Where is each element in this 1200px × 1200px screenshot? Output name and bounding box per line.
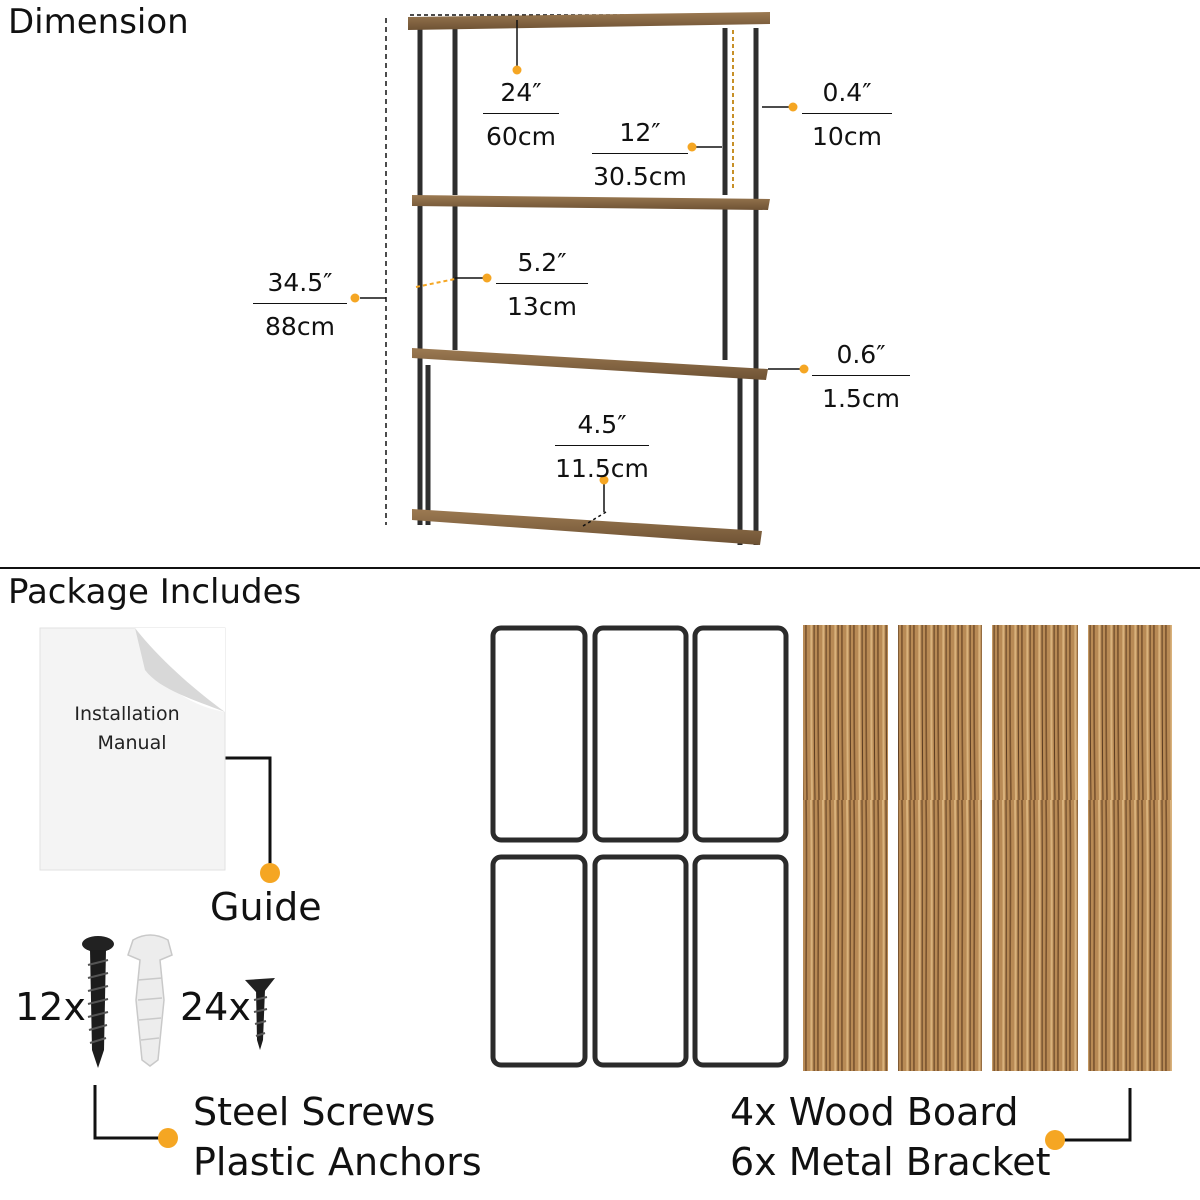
- shelf-depth-label: 5.2″13cm: [496, 250, 588, 319]
- height-label: 34.5″88cm: [253, 270, 347, 339]
- section-divider: [0, 567, 1200, 569]
- small-screws-quantity: 24x: [180, 985, 251, 1029]
- installation-manual-image: [39, 627, 226, 871]
- bracket-width-label: 0.4″10cm: [802, 80, 892, 149]
- screw-icon: [82, 936, 114, 1068]
- wood-board-images: [803, 625, 1172, 1071]
- width-label: 24″60cm: [483, 80, 559, 149]
- screws-quantity: 12x: [15, 985, 86, 1029]
- manual-text: Installation Manual: [74, 703, 180, 754]
- hardware-caption: Steel Screws Plastic Anchors: [193, 1090, 482, 1184]
- guide-label: Guide: [210, 885, 322, 929]
- metal-frame: [417, 28, 759, 545]
- wood-shelves: [408, 12, 770, 545]
- package-title: Package Includes: [8, 572, 302, 612]
- small-screw-icon: [245, 978, 275, 1050]
- metal-bracket-images: [490, 625, 789, 1068]
- dimension-title: Dimension: [8, 2, 189, 42]
- board-width-label: 4.5″11.5cm: [555, 410, 649, 483]
- plastic-anchor-icon: [127, 934, 173, 1067]
- board-thickness-label: 0.6″1.5cm: [812, 342, 910, 411]
- parts-caption: 4x Wood Board 6x Metal Bracket: [730, 1090, 1051, 1184]
- accent-dots: [350, 65, 809, 485]
- depth-top-label: 12″30.5cm: [592, 118, 688, 191]
